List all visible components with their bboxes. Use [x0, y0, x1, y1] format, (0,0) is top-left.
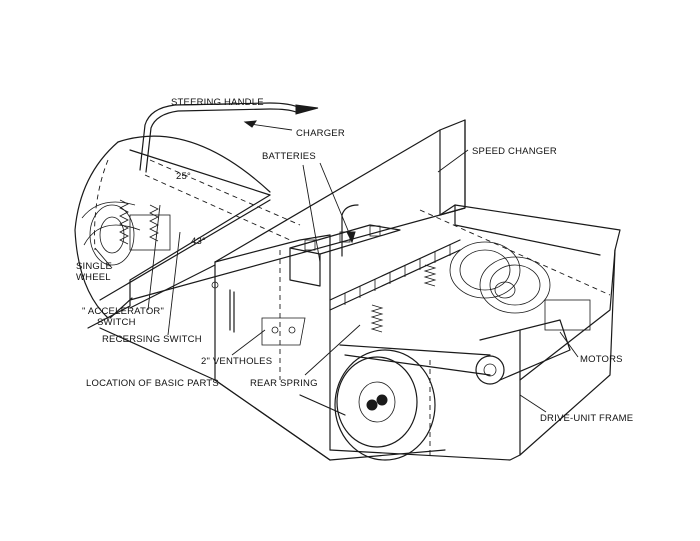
label-accelerator-1: " ACCELERATOR" — [82, 306, 165, 317]
panel-fixtures — [211, 281, 306, 346]
label-accelerator-2: SWITCH — [97, 317, 136, 328]
motors — [449, 241, 551, 314]
rear-springs — [370, 264, 437, 333]
label-steering-handle: STEERING HANDLE — [171, 97, 264, 108]
label-single-wheel-2: WHEEL — [76, 272, 111, 283]
label-speed-changer: SPEED CHANGER — [472, 146, 557, 157]
label-reversing-switch: RECERSING SWITCH — [102, 334, 202, 345]
rear-wheel — [334, 349, 436, 461]
label-single-wheel-1: SINGLE — [76, 261, 113, 272]
label-charger: CHARGER — [296, 128, 345, 139]
label-drive-unit-frame: DRIVE-UNIT FRAME — [540, 413, 634, 424]
leader-lines — [94, 103, 579, 413]
label-batteries: BATTERIES — [262, 151, 316, 162]
label-ventholes: 2" VENTHOLES — [201, 356, 273, 367]
cowl-panel — [214, 119, 466, 461]
rear-drive-box — [329, 204, 621, 461]
label-angle-43: 43° — [191, 236, 206, 247]
label-rear-spring: REAR SPRING — [250, 378, 318, 389]
label-motors: MOTORS — [580, 354, 623, 365]
batteries-block — [289, 204, 401, 287]
label-angle-25: 25° — [176, 171, 191, 182]
speed-changer-bars — [329, 239, 461, 311]
front-housing — [74, 135, 271, 319]
label-location: LOCATION OF BASIC PARTS — [86, 378, 219, 389]
front-skirt — [99, 327, 446, 461]
front-springs — [89, 199, 171, 266]
